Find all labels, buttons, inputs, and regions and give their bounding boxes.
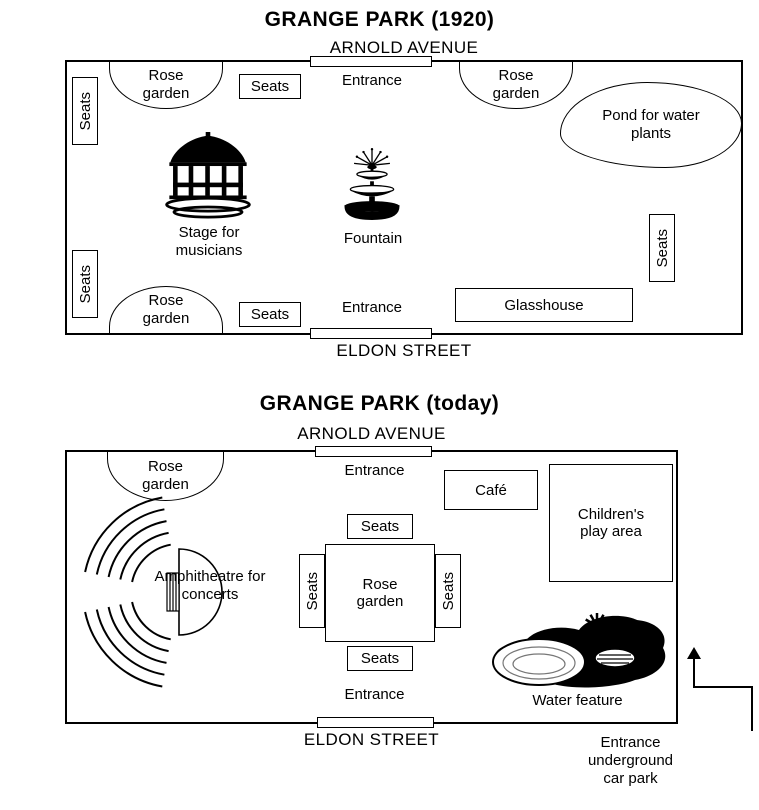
play-area-label: Children's play area bbox=[577, 506, 645, 540]
rose-garden-top-right-1920: Rose garden bbox=[459, 62, 573, 109]
entrance-gate-bottom-1920 bbox=[310, 328, 432, 339]
seats-label: Seats bbox=[653, 228, 671, 268]
seats-label: Seats bbox=[360, 518, 400, 535]
seats-label: Seats bbox=[439, 571, 457, 611]
rose-garden-label: Rose garden bbox=[142, 67, 190, 102]
stage-label: Stage for musicians bbox=[139, 224, 279, 260]
seats-box-left-bottom-1920: Seats bbox=[72, 250, 98, 318]
seats-box-right-1920: Seats bbox=[649, 214, 675, 282]
water-feature-text: Water feature bbox=[532, 692, 623, 709]
cafe-label: Café bbox=[475, 481, 507, 499]
map-1920-street-top: ARNOLD AVENUE bbox=[329, 38, 479, 57]
map-today-street-bottom: ELDON STREET bbox=[303, 730, 440, 749]
rose-garden-label: Rose garden bbox=[142, 292, 190, 327]
fountain-icon bbox=[339, 146, 405, 226]
rose-garden-top-left-1920: Rose garden bbox=[109, 62, 223, 109]
entrance-top-label-1920: Entrance bbox=[307, 72, 437, 90]
seats-label: Seats bbox=[360, 650, 400, 667]
entrance-gate-top-1920 bbox=[310, 56, 432, 67]
rose-garden-label: Rose garden bbox=[492, 67, 540, 102]
seats-box-top-today: Seats bbox=[347, 514, 413, 539]
entrance-top-label-today: Entrance bbox=[312, 462, 437, 480]
cafe-box: Café bbox=[444, 470, 538, 510]
amphitheatre-text: Amphitheatre for concerts bbox=[154, 568, 266, 603]
rose-garden-label: Rose garden bbox=[142, 458, 189, 493]
entrance-gate-top-today bbox=[315, 446, 432, 457]
entrance-label: Entrance bbox=[341, 299, 403, 316]
entrance-label: Entrance bbox=[341, 72, 403, 89]
entrance-label: Entrance bbox=[344, 462, 405, 479]
bandstand-icon bbox=[162, 132, 254, 224]
seats-label: Seats bbox=[250, 78, 290, 95]
seats-box-top-1920: Seats bbox=[239, 74, 301, 99]
entrance-bottom-label-today: Entrance bbox=[312, 686, 437, 704]
seats-label: Seats bbox=[250, 306, 290, 323]
water-feature-label: Water feature bbox=[495, 692, 660, 710]
seats-box-left-today: Seats bbox=[299, 554, 325, 628]
play-area-box: Children's play area bbox=[549, 464, 673, 582]
car-park-entrance-label: Entrance underground car park bbox=[553, 734, 708, 788]
amphitheatre-icon bbox=[69, 494, 269, 690]
entrance-label: Entrance bbox=[344, 686, 405, 703]
water-feature-icon bbox=[479, 610, 671, 692]
glasshouse-box: Glasshouse bbox=[455, 288, 633, 322]
fountain-label: Fountain bbox=[317, 230, 429, 248]
amphitheatre-label: Amphitheatre for concerts bbox=[145, 568, 275, 604]
seats-label: Seats bbox=[76, 91, 94, 131]
seats-box-bottom-today: Seats bbox=[347, 646, 413, 671]
seats-box-right-today: Seats bbox=[435, 554, 461, 628]
fountain-text: Fountain bbox=[343, 230, 403, 247]
map-today-title: GRANGE PARK (today) bbox=[259, 392, 500, 415]
glasshouse-label: Glasshouse bbox=[504, 296, 584, 314]
seats-label: Seats bbox=[303, 571, 321, 611]
stage-text: Stage for musicians bbox=[175, 224, 243, 259]
car-park-entrance-arrow bbox=[670, 645, 758, 737]
map-1920-title: GRANGE PARK (1920) bbox=[264, 8, 495, 31]
entrance-bottom-label-1920: Entrance bbox=[307, 299, 437, 317]
seats-box-bottom-1920: Seats bbox=[239, 302, 301, 327]
seats-label: Seats bbox=[76, 264, 94, 304]
map-1920-street-bottom: ELDON STREET bbox=[336, 341, 472, 360]
pond-label: Pond for water plants bbox=[602, 107, 700, 142]
park-1920: Rose garden Seats Entrance Rose garden P… bbox=[65, 56, 743, 339]
car-park-entrance-text: Entrance underground car park bbox=[587, 734, 674, 787]
seats-box-left-top-1920: Seats bbox=[72, 77, 98, 145]
rose-garden-center-box: Rose garden bbox=[325, 544, 435, 642]
pond-shape: Pond for water plants bbox=[560, 82, 742, 168]
map-today-street-top: ARNOLD AVENUE bbox=[297, 424, 446, 443]
entrance-gate-bottom-today bbox=[317, 717, 434, 728]
park-today: Rose garden Entrance Café Children's pla… bbox=[65, 446, 678, 728]
rose-garden-label: Rose garden bbox=[356, 576, 404, 610]
rose-garden-bottom-left-1920: Rose garden bbox=[109, 286, 223, 333]
